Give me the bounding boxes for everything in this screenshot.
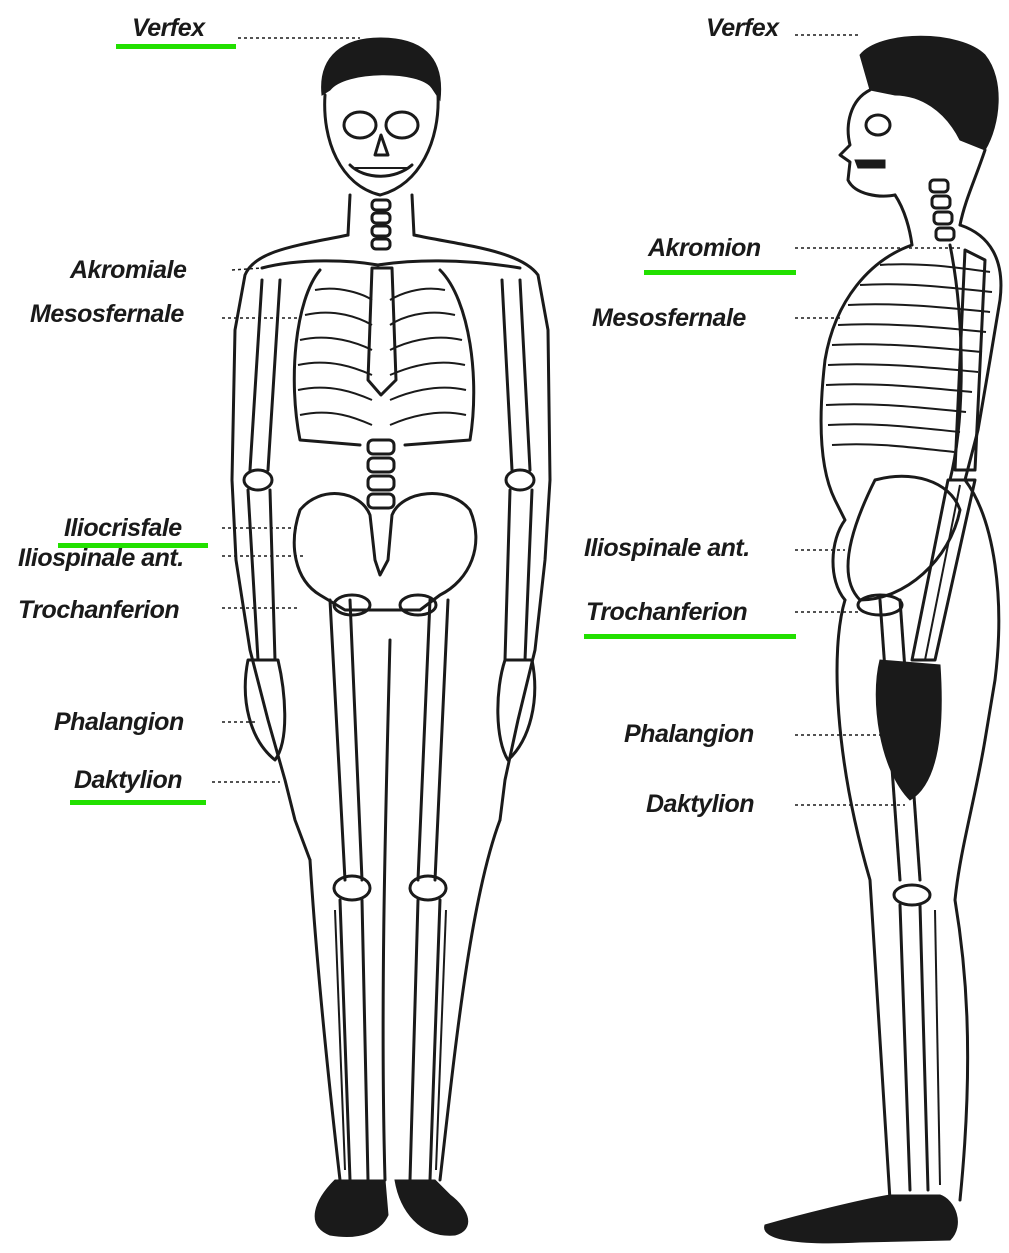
- highlight-akromion-underline: [644, 270, 796, 275]
- front-label-iliospinale-ant: Iliospinale ant.: [18, 544, 184, 573]
- side-label-iliospinale-ant: Iliospinale ant.: [584, 534, 750, 563]
- side-skeleton: [765, 36, 1001, 1243]
- front-label-trochanterion: Trochanferion: [18, 596, 179, 625]
- highlight-daktylion-underline: [70, 800, 206, 805]
- front-skeleton: [232, 38, 550, 1236]
- front-label-vertex: Verfex: [132, 14, 205, 43]
- side-label-akromion: Akromion: [648, 234, 761, 263]
- side-label-phalangion: Phalangion: [624, 720, 754, 749]
- front-label-mesosternale: Mesosfernale: [30, 300, 184, 329]
- highlight-vertex-underline: [116, 44, 236, 49]
- front-label-iliocristale: Iliocrisfale: [64, 514, 182, 543]
- side-label-daktylion: Daktylion: [646, 790, 754, 819]
- side-label-trochanterion: Trochanferion: [586, 598, 747, 627]
- leader-lines: [212, 35, 960, 805]
- front-label-daktylion: Daktylion: [74, 766, 182, 795]
- side-label-vertex: Verfex: [706, 14, 779, 43]
- front-label-akromiale: Akromiale: [70, 256, 186, 285]
- front-label-phalangion: Phalangion: [54, 708, 184, 737]
- side-label-mesosternale: Mesosfernale: [592, 304, 746, 333]
- highlight-trochanterion-underline: [584, 634, 796, 639]
